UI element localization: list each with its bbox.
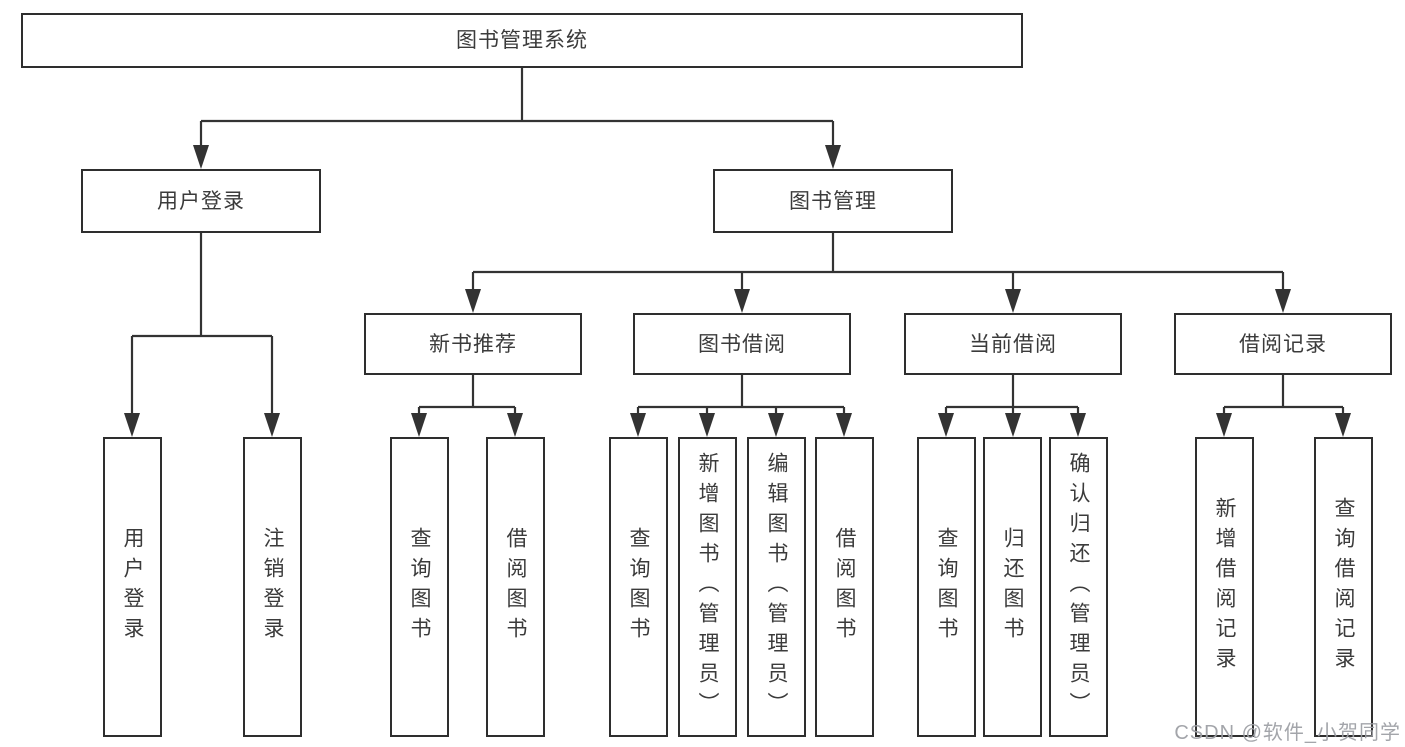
leaf-user-login: 用户登录	[103, 437, 162, 737]
leaf-confirm-return-admin: 确认归还（管理员）	[1049, 437, 1108, 737]
node-current-borrow: 当前借阅	[904, 313, 1122, 375]
node-borrow-records: 借阅记录	[1174, 313, 1392, 375]
node-book-management: 图书管理	[713, 169, 953, 233]
csdn-watermark: CSDN @软件_小贺同学	[1174, 722, 1401, 744]
leaf-borrow-books-borrow: 借阅图书	[815, 437, 874, 737]
leaf-query-books-borrow: 查询图书	[609, 437, 668, 737]
node-user-login: 用户登录	[81, 169, 321, 233]
connector-lines	[130, 68, 1345, 417]
node-book-borrow: 图书借阅	[633, 313, 851, 375]
leaf-edit-books-admin: 编辑图书（管理员）	[747, 437, 806, 737]
leaf-logout: 注销登录	[243, 437, 302, 737]
leaf-borrow-books-recommend: 借阅图书	[486, 437, 545, 737]
leaf-query-books-current: 查询图书	[917, 437, 976, 737]
leaf-add-books-admin: 新增图书（管理员）	[678, 437, 737, 737]
node-system-root: 图书管理系统	[21, 13, 1023, 68]
leaf-add-borrow-record: 新增借阅记录	[1195, 437, 1254, 737]
leaf-query-borrow-record: 查询借阅记录	[1314, 437, 1373, 737]
leaf-query-books-recommend: 查询图书	[390, 437, 449, 737]
arrowhead-icons	[124, 145, 1351, 437]
node-new-book-recommend: 新书推荐	[364, 313, 582, 375]
leaf-return-books: 归还图书	[983, 437, 1042, 737]
